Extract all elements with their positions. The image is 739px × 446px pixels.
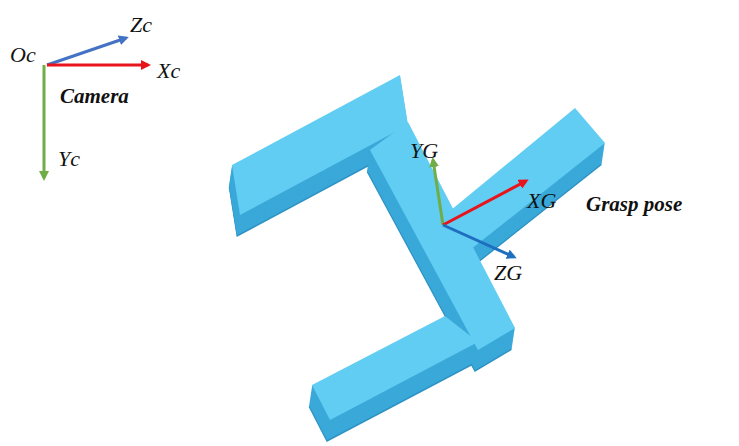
object-face — [312, 316, 478, 420]
frame-title: Camera — [60, 86, 129, 107]
axis-label: Xc — [157, 60, 180, 82]
z-shaped-object — [229, 75, 605, 442]
axis-label: XG — [527, 190, 556, 212]
frame-title: Grasp pose — [586, 194, 682, 215]
object-face — [370, 122, 515, 350]
object-face — [370, 123, 515, 351]
camera-frame — [44, 38, 148, 178]
axis-label: Yc — [58, 148, 80, 170]
axis-label: Zc — [130, 14, 152, 36]
object-face — [312, 317, 478, 421]
axis-label: YG — [410, 140, 438, 162]
grasp-frame — [433, 160, 526, 257]
axis-label: ZG — [494, 262, 522, 284]
object-face — [445, 108, 605, 250]
frame-origin-label: Oc — [10, 44, 36, 66]
